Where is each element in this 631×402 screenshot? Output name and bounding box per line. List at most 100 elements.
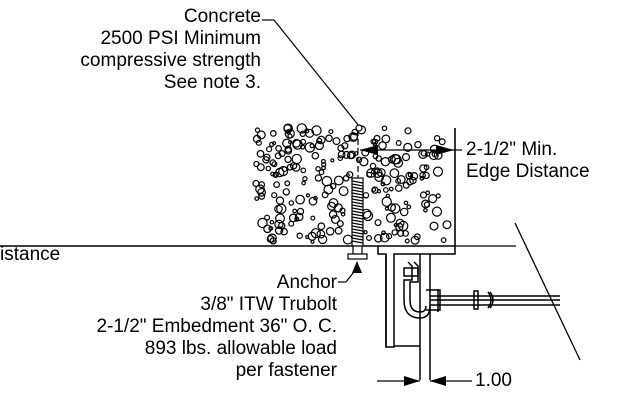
- aggregate-stone: [313, 195, 318, 201]
- aggregate-stone: [327, 201, 337, 211]
- aggregate-stone: [258, 192, 266, 200]
- aggregate-stone: [346, 151, 355, 160]
- aggregate-stone: [435, 193, 441, 199]
- aggregate-stone: [330, 214, 340, 224]
- aggregate-stone: [321, 162, 327, 168]
- aggregate-stone: [330, 158, 335, 163]
- aggregate-stone: [282, 188, 290, 196]
- aggregate-stone: [294, 216, 300, 222]
- aggregate-stone: [336, 220, 344, 228]
- concrete-strength: compressive strength: [80, 50, 261, 71]
- aggregate-stone: [384, 206, 389, 211]
- aggregate-stone: [390, 203, 401, 214]
- aggregate-stone: [300, 167, 307, 174]
- aggregate-stone: [294, 212, 304, 222]
- aggregate-stone: [301, 180, 306, 186]
- aggregate-stone: [316, 135, 326, 145]
- aggregate-stone: [266, 146, 273, 153]
- aggregate-stone: [308, 196, 318, 206]
- aggregate-stone: [288, 200, 295, 206]
- aggregate-stone: [328, 198, 339, 208]
- aggregate-stone: [395, 178, 402, 184]
- aggregate-stone: [288, 220, 295, 227]
- edge-distance-callout: 2-1/2" Min. Edge Distance: [466, 139, 590, 183]
- aggregate-stone: [302, 175, 308, 182]
- aggregate-stone: [252, 134, 262, 143]
- aggregate-stone: [343, 134, 351, 143]
- anchor-callout: Anchor 3/8" ITW Trubolt 2-1/2" Embedment…: [96, 272, 337, 382]
- aggregate-stone: [328, 210, 338, 219]
- aggregate-stone: [372, 138, 379, 145]
- aggregate-stone: [284, 155, 292, 164]
- aggregate-stone: [283, 123, 293, 134]
- anchor-embedment: 2-1/2" Embedment 36" O. C.: [96, 316, 337, 337]
- aggregate-stone: [305, 128, 315, 138]
- aggregate-stone: [413, 233, 421, 241]
- aggregate-stone: [359, 156, 369, 167]
- aggregate-stone: [265, 165, 272, 172]
- aggregate-stone: [267, 233, 277, 243]
- aggregate-stone: [292, 139, 303, 150]
- slab-outline: [0, 128, 456, 247]
- aggregate-stone: [337, 144, 345, 152]
- aggregate-stone: [374, 172, 385, 183]
- aggregate-stone: [280, 227, 288, 236]
- aggregate-stone: [395, 218, 405, 228]
- aggregate-stone: [381, 125, 388, 132]
- aggregate-stone: [284, 180, 291, 187]
- edge-distance-min: 2-1/2" Min.: [466, 139, 558, 160]
- concrete-leader: [262, 19, 363, 132]
- aggregate-stone: [425, 190, 431, 196]
- aggregate-stone: [353, 151, 359, 156]
- aggregate-stone: [256, 163, 265, 172]
- bottom-dimension: [377, 376, 472, 386]
- aggregate-stone: [380, 156, 391, 167]
- aggregate-stone: [278, 221, 286, 230]
- mounting-bracket: [377, 246, 456, 380]
- aggregate-stone: [307, 231, 317, 241]
- aggregate-stone: [271, 141, 277, 146]
- aggregate-stone: [395, 222, 404, 232]
- aggregate-stone: [273, 181, 281, 189]
- aggregate-stone: [431, 206, 443, 217]
- aggregate-stone: [399, 207, 409, 217]
- aggregate-stone: [271, 192, 278, 199]
- aggregate-stone: [342, 150, 351, 159]
- aggregate-stone: [263, 224, 272, 234]
- aggregate-stone: [328, 129, 334, 135]
- aggregate-stone: [291, 153, 302, 165]
- aggregate-stone: [414, 140, 422, 149]
- aggregate-stone: [316, 229, 326, 239]
- aggregate-stone: [401, 153, 411, 162]
- aggregate-stone: [373, 234, 383, 243]
- aggregate-stone: [369, 162, 377, 170]
- aggregate-stone: [314, 140, 324, 151]
- aggregate-stone: [432, 166, 444, 177]
- aggregate-stone: [330, 182, 337, 190]
- aggregate-stone: [374, 219, 382, 227]
- aggregate-stone: [281, 166, 288, 173]
- aggregate-stone: [396, 175, 406, 185]
- aggregate-stone: [424, 151, 431, 157]
- cut-off-label: istance: [0, 244, 61, 265]
- aggregate-stone: [256, 149, 265, 158]
- concrete-label: Concrete: [183, 6, 261, 27]
- aggregate-stone: [310, 215, 316, 221]
- aggregate-stone: [422, 171, 430, 180]
- aggregate-stone: [385, 212, 396, 223]
- anchor-type: 3/8" ITW Trubolt: [200, 294, 337, 315]
- aggregate-stone: [315, 166, 321, 172]
- aggregate-stone: [433, 134, 441, 142]
- aggregate-stone: [423, 208, 428, 213]
- aggregate-stone: [274, 204, 283, 214]
- aggregate-stone: [350, 132, 359, 141]
- aggregate-stone: [309, 143, 315, 149]
- aggregate-stone: [254, 127, 261, 133]
- aggregate-stone: [254, 196, 260, 202]
- aggregate-stone: [287, 133, 293, 139]
- aggregate-stone: [388, 186, 394, 192]
- aggregate-stone: [428, 194, 438, 204]
- aggregate-stone: [275, 213, 286, 224]
- aggregate-stone: [391, 229, 398, 236]
- aggregate-stone: [402, 229, 410, 237]
